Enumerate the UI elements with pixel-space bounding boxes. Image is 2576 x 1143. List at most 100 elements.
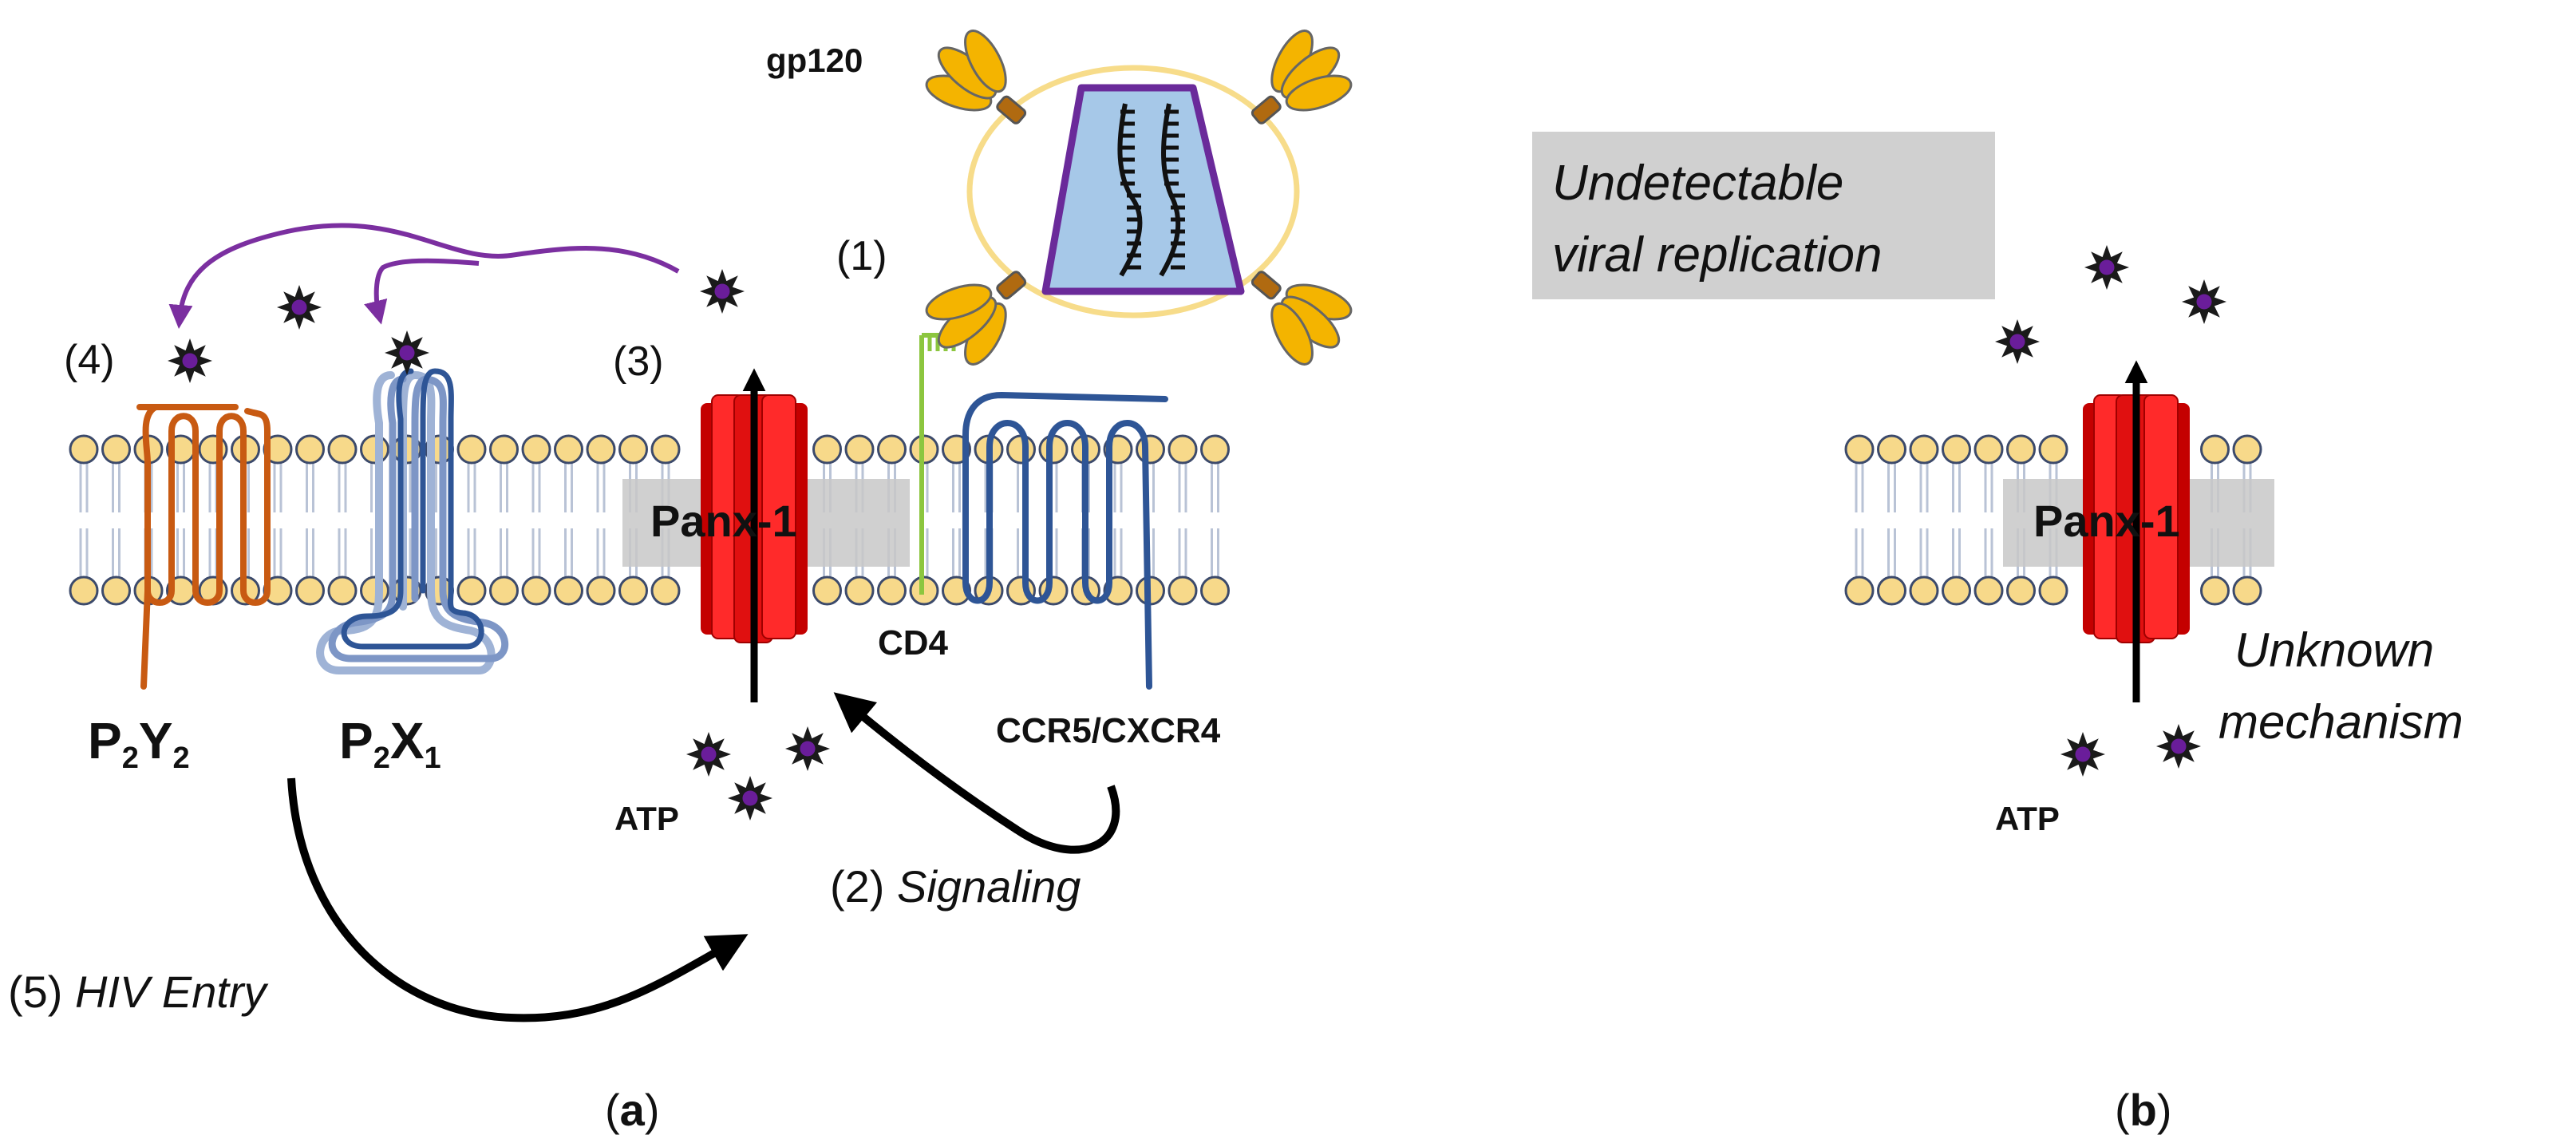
lipid-head: [1038, 434, 1069, 465]
lipid-head: [586, 575, 616, 606]
cd4-label: CD4: [878, 623, 949, 662]
p2y2-receptor: [136, 404, 271, 690]
gp120-spike-icon: [1250, 271, 1353, 366]
lipid-head: [69, 434, 99, 465]
atp-star-icon: [728, 776, 772, 821]
atp-star-icon: [2182, 279, 2226, 324]
atp-star-icon: [785, 726, 830, 771]
lipid-head: [1942, 434, 1971, 465]
lipid-head: [1909, 434, 1939, 465]
pannexin-channel-a: [701, 368, 808, 702]
lipid-head: [295, 575, 325, 606]
lipid-head: [489, 575, 519, 606]
pannexin-label-a: Panx-1: [650, 496, 797, 546]
lipid-head: [1877, 575, 1906, 606]
lipid-head: [521, 575, 551, 606]
lipid-head: [844, 434, 875, 465]
atp-label-b: ATP: [1995, 800, 2060, 837]
atp-feedback-arrow-p2y2: [168, 223, 680, 329]
atp-star-icon: [168, 338, 212, 383]
lipid-head: [2038, 434, 2068, 465]
lipid-head: [101, 434, 131, 465]
atp-star-icon: [2156, 724, 2201, 769]
lipid-head: [1167, 575, 1198, 606]
lipid-head: [1877, 434, 1906, 465]
viral-capsid: [1041, 84, 1245, 295]
mechanism-line1: Unknown: [2234, 623, 2434, 677]
lipid-head: [456, 575, 487, 606]
atp-star-icon: [385, 330, 429, 375]
lipid-head: [327, 434, 358, 465]
mechanism-line2: mechanism: [2218, 695, 2463, 749]
panel-a: gp120 (1) (3) (4) Panx-1 CD4 CCR5/CXCR4 …: [8, 30, 1353, 1135]
lipid-head: [295, 434, 325, 465]
p2y2-label: P2Y2: [88, 712, 190, 775]
lipid-head: [812, 434, 842, 465]
replication-note-line1: Undetectable: [1552, 156, 1843, 211]
ccr5-cxcr4-receptor: [962, 391, 1168, 690]
panel-b: Undetectable viral replication Panx-1 Un…: [1532, 132, 2463, 1135]
gp120-label: gp120: [766, 42, 863, 79]
lipid-head: [2006, 575, 2036, 606]
lipid-head: [1909, 575, 1939, 606]
step-4-label: (4): [64, 337, 115, 383]
pannexin-label-b: Panx-1: [2033, 496, 2180, 546]
lipid-head: [2232, 575, 2262, 606]
pannexin-channel-b: [2083, 360, 2190, 702]
lipid-head: [618, 434, 648, 465]
lipid-head: [650, 575, 681, 606]
lipid-head: [1200, 575, 1230, 606]
step-2-label: (2) Signaling: [830, 861, 1081, 912]
lipid-head: [554, 434, 583, 465]
lipid-head: [877, 575, 907, 606]
lipid-head: [69, 575, 99, 606]
atp-label-a: ATP: [614, 800, 679, 837]
lipid-head: [1006, 434, 1036, 465]
panel-a-caption: (a): [605, 1085, 659, 1135]
atp-star-icon: [700, 269, 745, 314]
atp-star-icon: [2060, 732, 2105, 777]
atp-star-icon: [2084, 245, 2129, 290]
gp120-spike-icon: [1250, 30, 1353, 125]
lipid-head: [812, 575, 842, 606]
lipid-head: [877, 434, 907, 465]
lipid-head: [1200, 434, 1230, 465]
coreceptor-label: CCR5/CXCR4: [996, 711, 1221, 750]
lipid-head: [2200, 575, 2230, 606]
lipid-head: [489, 434, 519, 465]
lipid-head: [1844, 575, 1875, 606]
lipid-head: [1844, 434, 1875, 465]
atp-star-icon: [1995, 319, 2040, 364]
lipid-head: [1136, 434, 1165, 465]
lipid-head: [554, 575, 583, 606]
hiv-entry-arrow: [287, 777, 749, 1022]
lipid-head: [1973, 434, 2004, 465]
step-3-label: (3): [613, 338, 664, 385]
gp120-spike-icon: [925, 271, 1027, 366]
lipid-head: [2200, 434, 2230, 465]
lipid-head: [1973, 575, 2004, 606]
lipid-head: [327, 575, 358, 606]
hiv-virion: [966, 65, 1300, 318]
atp-feedback-arrow-p2x1: [364, 258, 480, 325]
step-1-label: (1): [836, 233, 887, 279]
lipid-head: [1167, 434, 1198, 465]
p2x1-receptor: [316, 368, 509, 674]
signaling-arrow: [833, 692, 1120, 854]
lipid-head: [360, 575, 389, 606]
lipid-head: [650, 434, 681, 465]
gp120-spike-icon: [925, 30, 1027, 125]
replication-note-box: [1532, 132, 1995, 299]
lipid-head: [2006, 434, 2036, 465]
step-5-label: (5) HIV Entry: [8, 967, 269, 1017]
lipid-head: [844, 575, 875, 606]
lipid-head: [618, 575, 648, 606]
lipid-head: [521, 434, 551, 465]
p2x1-label: P2X1: [339, 712, 441, 775]
lipid-head: [360, 434, 389, 465]
replication-note-line2: viral replication: [1552, 227, 1883, 283]
lipid-head: [456, 434, 487, 465]
lipid-head: [2232, 434, 2262, 465]
